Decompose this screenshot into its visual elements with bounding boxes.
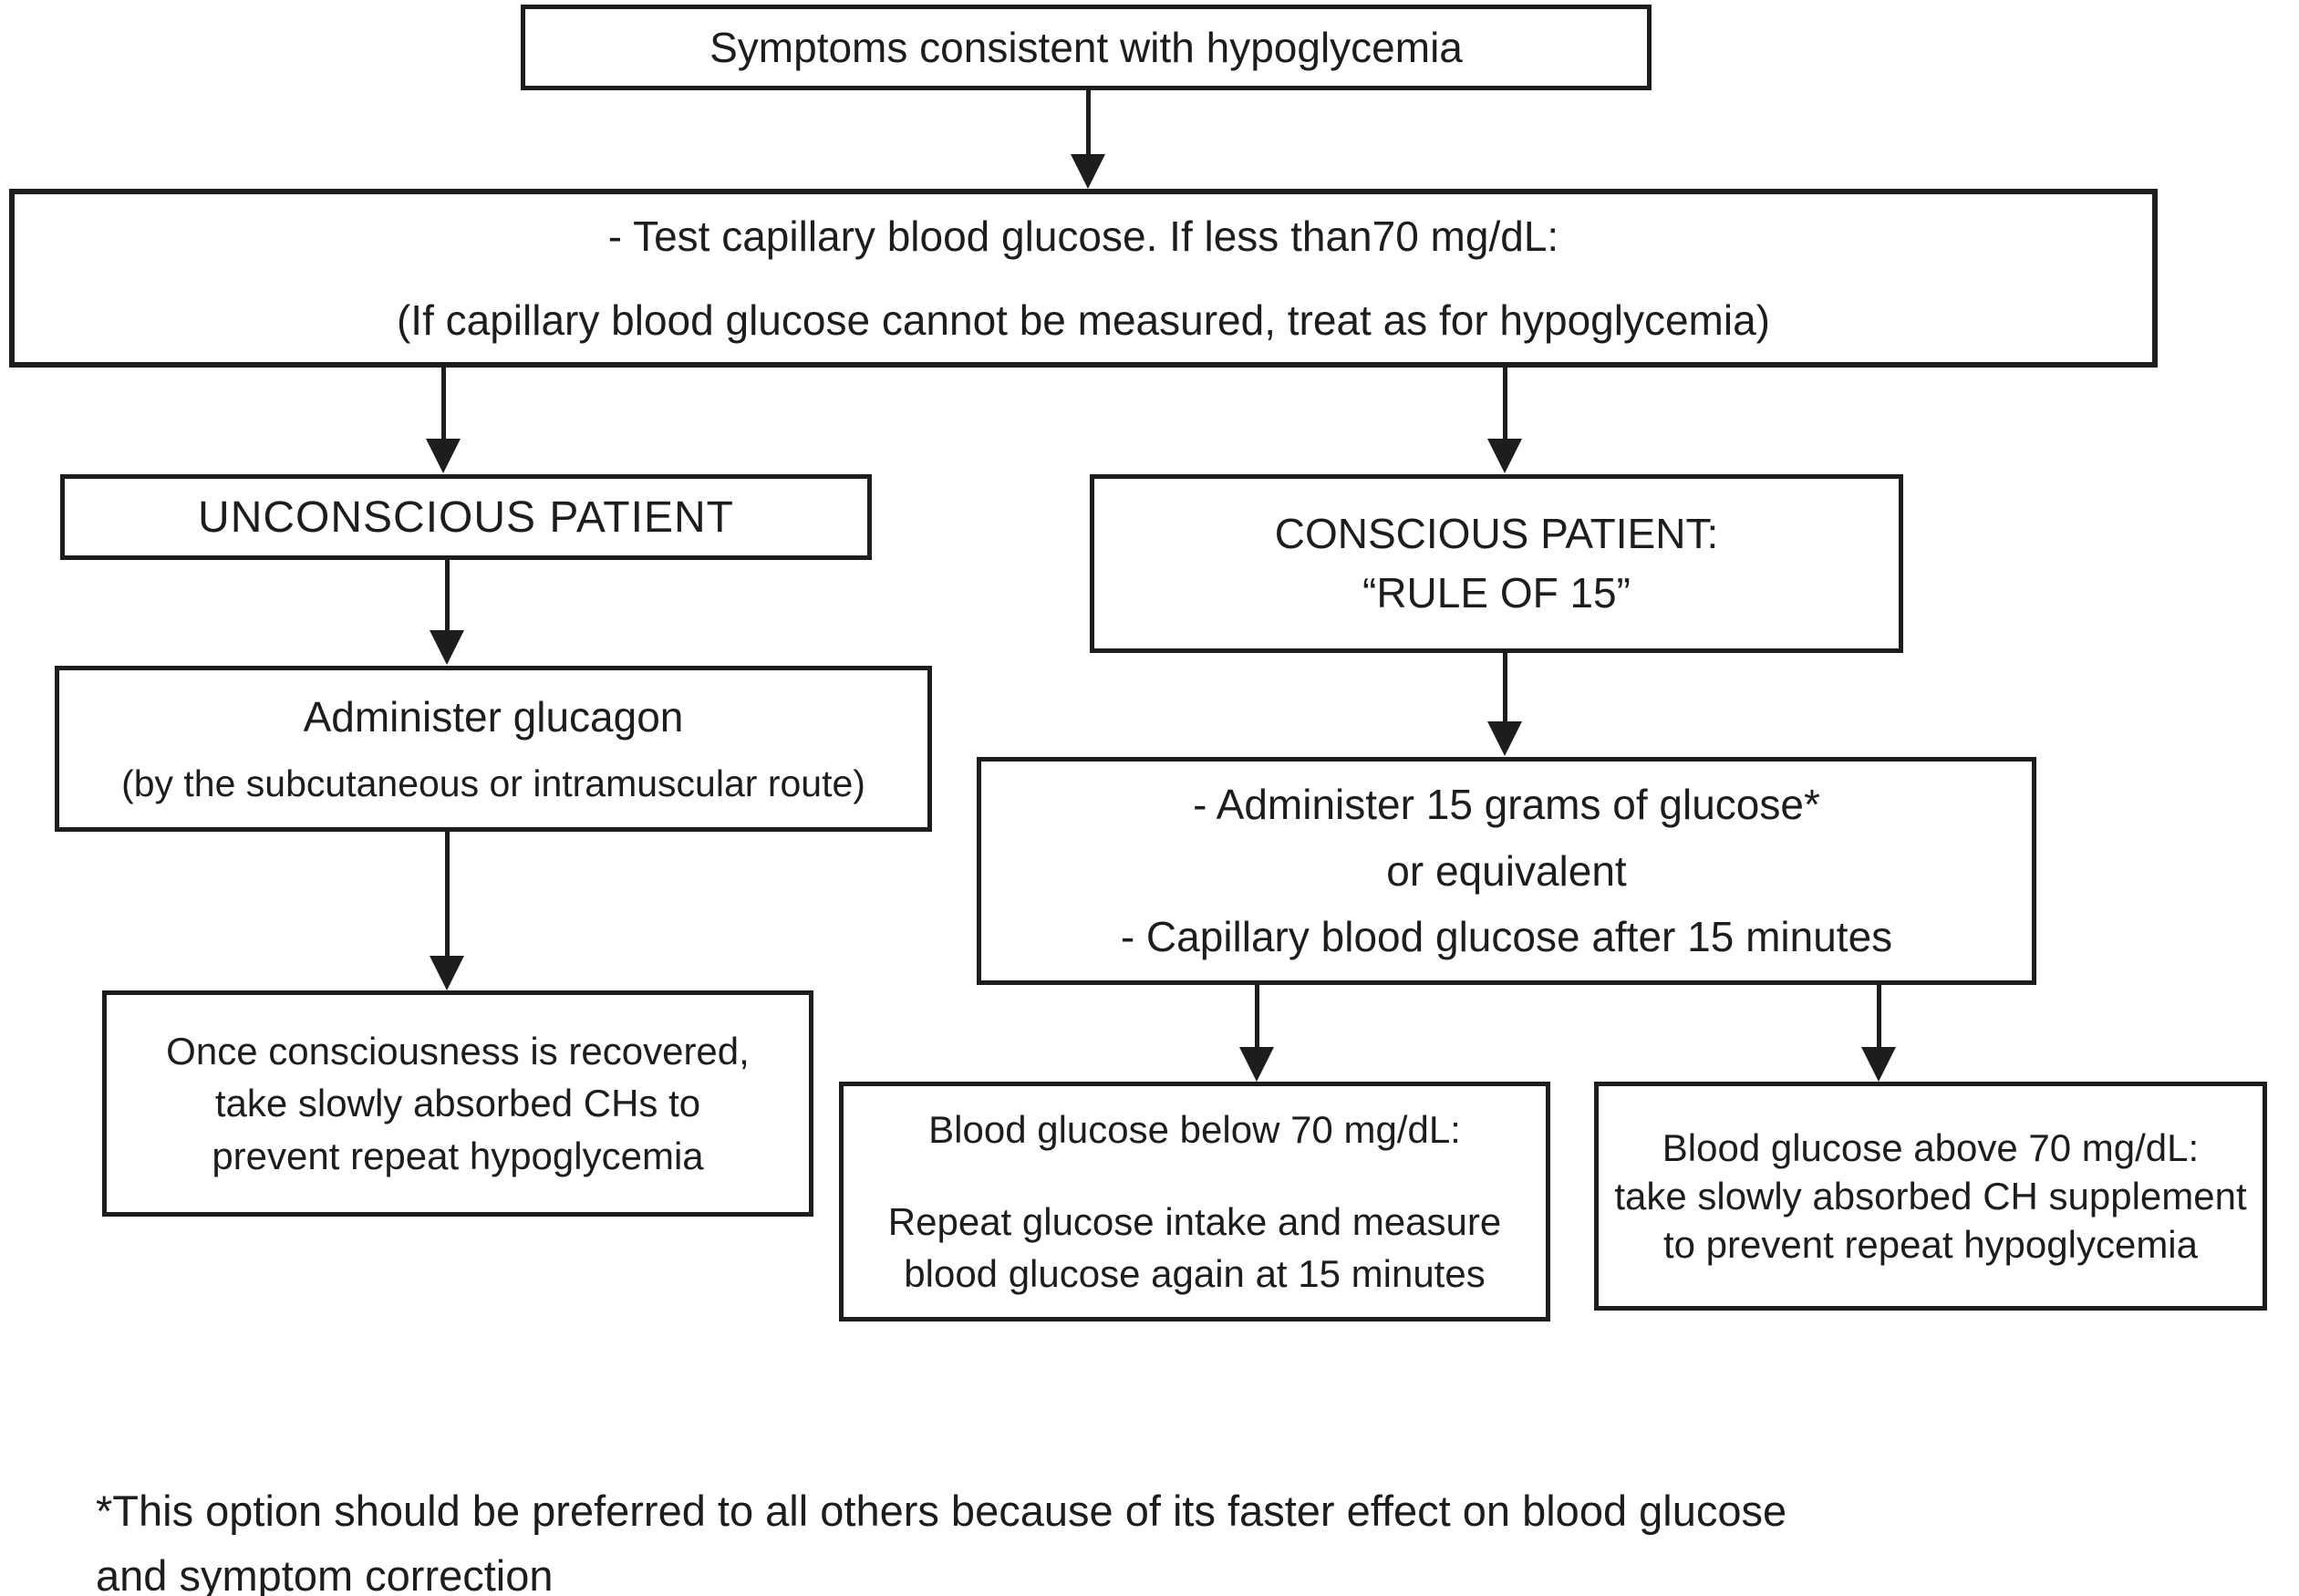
arrowhead-down-icon [1239, 1047, 1274, 1082]
arrow-shaft [1503, 368, 1507, 442]
arrow-shaft [1255, 985, 1259, 1051]
node-glucose-below-70-line1: Blood glucose below 70 mg/dL: [928, 1107, 1461, 1151]
node-consciousness-recovered: Once consciousness is recovered, take sl… [102, 990, 813, 1217]
arrowhead-down-icon [430, 956, 464, 990]
arrowhead-down-icon [1071, 154, 1105, 189]
arrowhead-down-icon [1487, 721, 1522, 756]
node-rule15-steps: - Administer 15 grams of glucose* or equ… [977, 757, 2036, 985]
arrow-shaft [1086, 90, 1091, 158]
arrowhead-down-icon [430, 630, 464, 665]
node-unconscious-patient: UNCONSCIOUS PATIENT [60, 474, 872, 560]
node-administer-glucagon: Administer glucagon (by the subcutaneous… [55, 666, 932, 832]
footnote: *This option should be preferred to all … [96, 1479, 2221, 1596]
arrow-shaft [445, 832, 450, 959]
arrowhead-down-icon [1861, 1047, 1896, 1082]
node-rule15-steps-line2: or equivalent [1386, 846, 1627, 895]
node-consciousness-recovered-line1: Once consciousness is recovered, [166, 1030, 750, 1073]
node-conscious-patient-line1: CONSCIOUS PATIENT: [1274, 509, 1719, 557]
node-rule15-steps-line1: - Administer 15 grams of glucose* [1193, 780, 1820, 828]
node-glucose-above-70: Blood glucose above 70 mg/dL: take slowl… [1594, 1082, 2267, 1311]
arrow-shaft [1503, 653, 1507, 725]
footnote-line1: *This option should be preferred to all … [96, 1487, 1787, 1535]
node-conscious-patient-line2: “RULE OF 15” [1362, 569, 1631, 617]
node-test-glucose-line2: (If capillary blood glucose cannot be me… [396, 296, 1770, 344]
node-glucose-above-70-line1: Blood glucose above 70 mg/dL: [1662, 1125, 2200, 1169]
node-glucose-below-70: Blood glucose below 70 mg/dL: Repeat glu… [839, 1082, 1550, 1321]
node-administer-glucagon-line2: (by the subcutaneous or intramuscular ro… [121, 762, 865, 805]
node-rule15-steps-line3: - Capillary blood glucose after 15 minut… [1120, 913, 1893, 961]
node-administer-glucagon-line1: Administer glucagon [303, 692, 684, 741]
node-glucose-below-70-line3: blood glucose again at 15 minutes [904, 1252, 1486, 1296]
node-test-glucose-line1: - Test capillary blood glucose. If less … [607, 212, 1559, 260]
node-unconscious-patient-text: UNCONSCIOUS PATIENT [198, 492, 734, 542]
node-test-glucose: - Test capillary blood glucose. If less … [9, 189, 2158, 368]
node-conscious-patient: CONSCIOUS PATIENT: “RULE OF 15” [1090, 474, 1903, 653]
arrowhead-down-icon [426, 439, 461, 473]
node-consciousness-recovered-line3: prevent repeat hypoglycemia [212, 1134, 704, 1177]
node-symptoms-text: Symptoms consistent with hypoglycemia [709, 24, 1463, 71]
arrow-shaft [1877, 985, 1881, 1051]
node-glucose-above-70-line2: take slowly absorbed CH supplement [1614, 1174, 2247, 1218]
arrow-shaft [441, 368, 446, 442]
node-consciousness-recovered-line2: take slowly absorbed CHs to [214, 1082, 701, 1125]
node-glucose-below-70-line2: Repeat glucose intake and measure [887, 1199, 1502, 1243]
node-symptoms: Symptoms consistent with hypoglycemia [521, 5, 1652, 90]
node-glucose-above-70-line3: to prevent repeat hypoglycemia [1662, 1223, 2198, 1267]
arrowhead-down-icon [1487, 439, 1522, 473]
arrow-shaft [445, 560, 450, 634]
footnote-line2: and symptom correction [96, 1550, 554, 1596]
